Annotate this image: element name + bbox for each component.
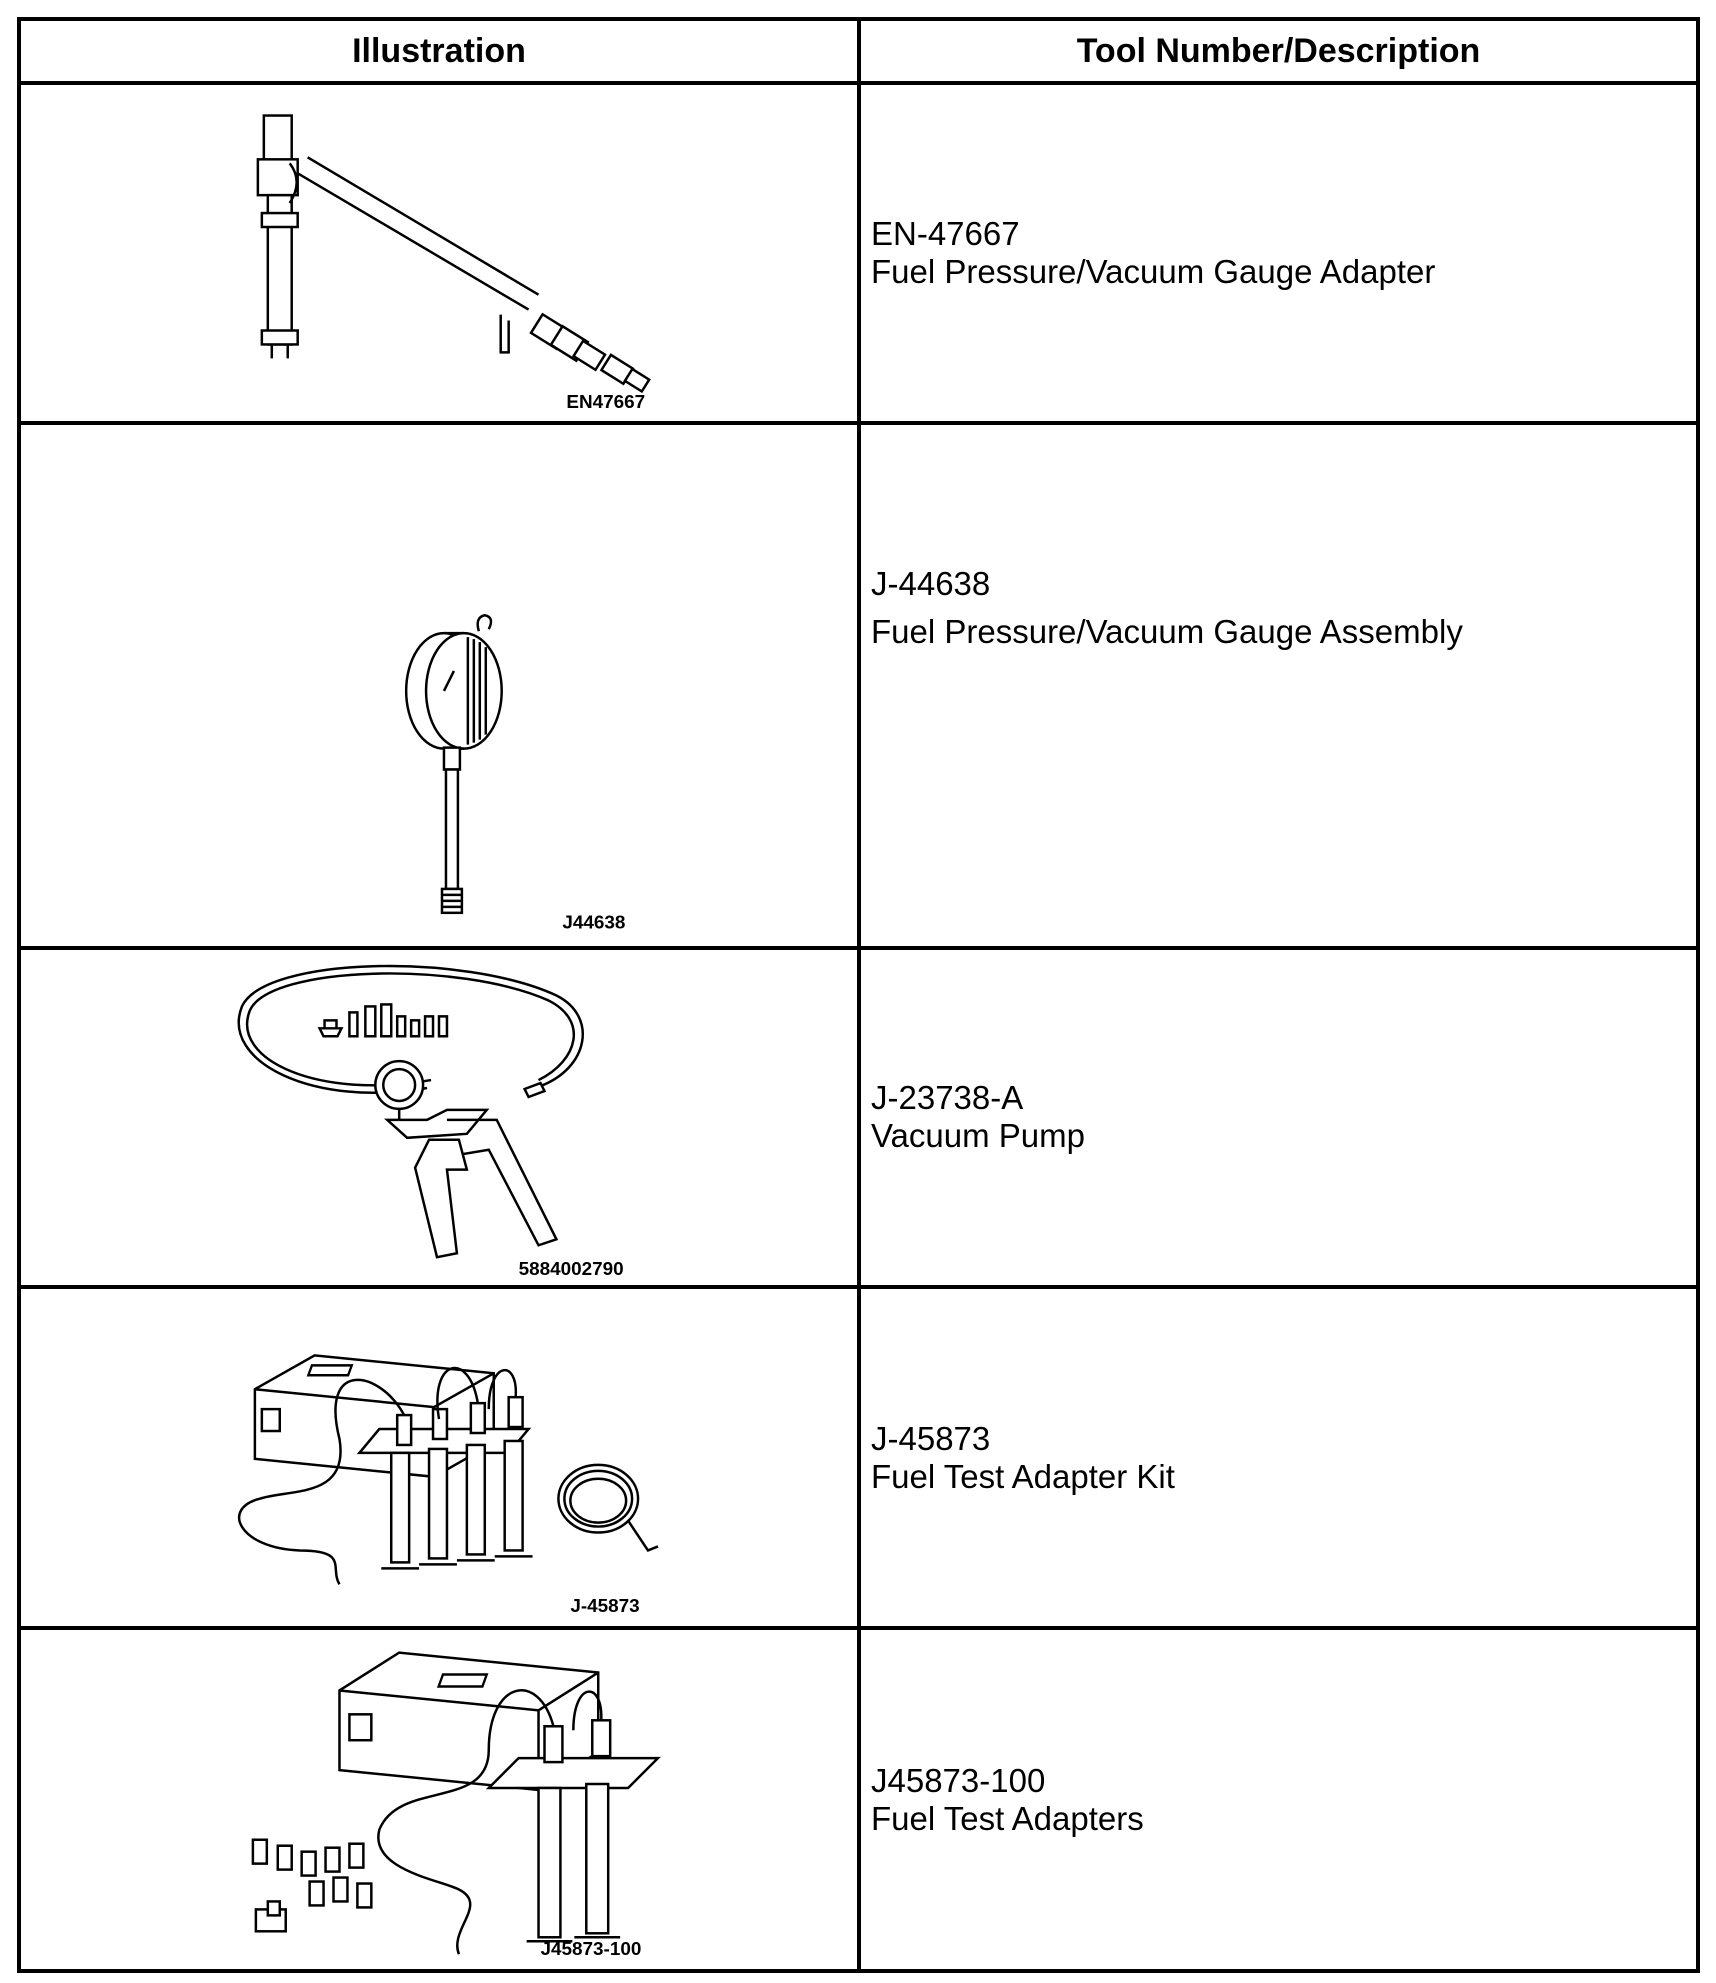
- tool-number: J-45873: [871, 1419, 991, 1457]
- tool-description: Fuel Test Adapter Kit: [871, 1457, 1175, 1495]
- tool-number: J-44638: [871, 564, 991, 602]
- illustration-caption: EN47667: [566, 392, 645, 413]
- tool-description-cell: J-44638 Fuel Pressure/Vacuum Gauge Assem…: [857, 420, 1700, 950]
- tool-description: Fuel Pressure/Vacuum Gauge Assembly: [871, 612, 1463, 650]
- header-illustration: Illustration: [17, 17, 861, 85]
- tool-description: Fuel Pressure/Vacuum Gauge Adapter: [871, 252, 1436, 290]
- header-row: Illustration Tool Number/Description: [17, 17, 1700, 85]
- illustration-caption: 5884002790: [519, 1259, 624, 1280]
- tool-description: Fuel Test Adapters: [871, 1799, 1144, 1837]
- pressure-gauge-icon: J44638: [404, 613, 625, 934]
- special-tools-table: Illustration Tool Number/Description: [17, 17, 1700, 1973]
- table-row: 5884002790 J-23738-A Vacuum Pump: [17, 945, 1700, 1290]
- tool-description-cell: EN-47667 Fuel Pressure/Vacuum Gauge Adap…: [857, 81, 1700, 425]
- tool-number: J-23738-A: [871, 1079, 1024, 1117]
- illustration-caption: J-45873: [570, 1597, 639, 1618]
- illustration-caption: J45873-100: [541, 1939, 642, 1960]
- table-row: J45873-100 J45873-100 Fuel Test Adapters: [17, 1626, 1700, 1973]
- tool-description-cell: J-45873 Fuel Test Adapter Kit: [857, 1285, 1700, 1631]
- table-row: EN47667 EN-47667 Fuel Pressure/Vacuum Ga…: [17, 81, 1700, 425]
- fuel-test-adapters-icon: J45873-100: [251, 1651, 661, 1960]
- fuel-test-kit-icon: J-45873: [238, 1354, 659, 1618]
- tool-description-cell: J45873-100 Fuel Test Adapters: [857, 1626, 1700, 1973]
- table-row: J44638 J-44638 Fuel Pressure/Vacuum Gaug…: [17, 420, 1700, 950]
- header-tool-description: Tool Number/Description: [857, 17, 1700, 85]
- tool-description-cell: J-23738-A Vacuum Pump: [857, 945, 1700, 1290]
- illustration-cell: J-45873: [17, 1285, 861, 1631]
- illustration-cell: EN47667: [17, 81, 861, 425]
- fuel-pressure-adapter-icon: EN47667: [256, 114, 651, 413]
- table-row: J-45873 J-45873 Fuel Test Adapter Kit: [17, 1285, 1700, 1631]
- illustration-caption: J44638: [562, 913, 625, 934]
- illustration-cell: J44638: [17, 420, 861, 950]
- vacuum-pump-icon: 5884002790: [237, 964, 624, 1280]
- tool-description: Vacuum Pump: [871, 1117, 1085, 1155]
- tool-number: J45873-100: [871, 1761, 1046, 1799]
- illustration-cell: 5884002790: [17, 945, 861, 1290]
- tool-number: EN-47667: [871, 214, 1020, 252]
- illustration-cell: J45873-100: [17, 1626, 861, 1973]
